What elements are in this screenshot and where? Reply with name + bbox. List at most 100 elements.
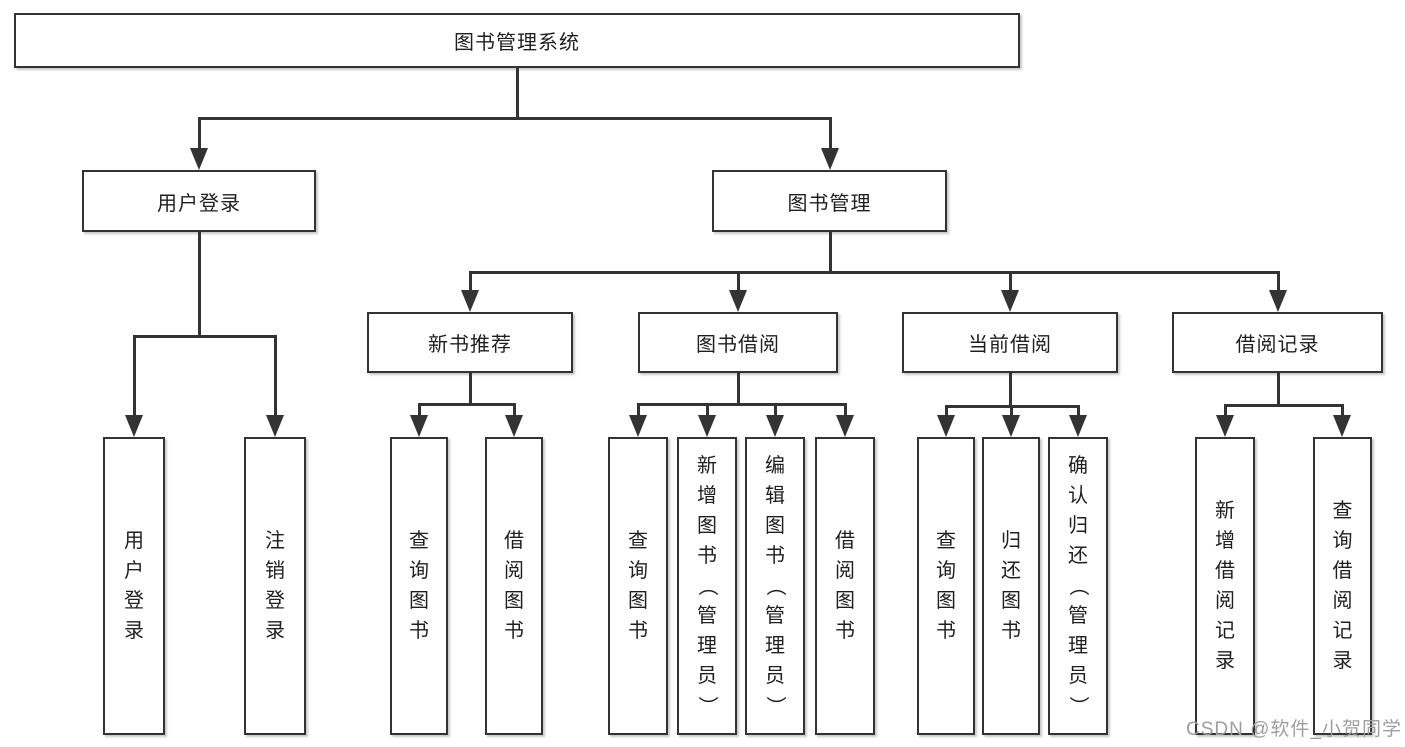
connector-line xyxy=(417,404,421,419)
leaf-char: 理 xyxy=(1068,635,1088,657)
connector-line xyxy=(636,402,847,406)
leaf-char: 阅 xyxy=(1332,590,1353,612)
connector-line xyxy=(468,373,472,404)
connector-line xyxy=(1008,272,1012,294)
leaf-char: 图 xyxy=(697,515,717,537)
leaf-char: 书 xyxy=(628,620,648,642)
arrow-down-icon xyxy=(836,415,854,437)
arrow-down-icon xyxy=(629,415,647,437)
leaf-char: 书 xyxy=(936,620,956,642)
leaf-user-login: 用户登录 xyxy=(103,437,165,735)
leaf-char: 管 xyxy=(1068,605,1088,627)
connector-line xyxy=(417,402,516,406)
leaf-char: 书 xyxy=(1001,620,1021,642)
arrow-down-icon xyxy=(1001,290,1019,312)
leaf-char: 编 xyxy=(765,455,785,477)
leaf-char: （ xyxy=(764,576,786,596)
node-book-management: 图书管理 xyxy=(712,170,947,232)
leaf-query-books-borrow: 查询图书 xyxy=(608,437,668,735)
connector-line xyxy=(1276,373,1280,405)
leaf-query-borrow-record: 查询借阅记录 xyxy=(1313,437,1372,735)
node-current-borrowing: 当前借阅 xyxy=(902,312,1118,373)
leaf-char: 图 xyxy=(936,590,956,612)
connector-line xyxy=(273,336,277,419)
arrow-down-icon xyxy=(766,415,784,437)
leaf-char: 录 xyxy=(1215,650,1235,672)
leaf-add-books-admin: 新增图书（管理员） xyxy=(677,437,737,735)
connector-line xyxy=(843,404,847,419)
leaf-char: 询 xyxy=(936,560,956,582)
connector-line xyxy=(1076,406,1080,419)
connector-line xyxy=(705,404,709,419)
leaf-add-borrow-record: 新增借阅记录 xyxy=(1195,437,1255,735)
leaf-char: 借 xyxy=(1332,560,1353,582)
leaf-char: 图 xyxy=(504,590,524,612)
leaf-char: 增 xyxy=(1215,530,1235,552)
leaf-char: 书 xyxy=(504,620,524,642)
leaf-char: 图 xyxy=(765,515,785,537)
arrow-down-icon xyxy=(266,415,284,437)
leaf-char: 户 xyxy=(124,560,144,582)
connector-line xyxy=(736,272,740,294)
leaf-char: 管 xyxy=(765,605,785,627)
node-new-book-recommend: 新书推荐 xyxy=(367,312,573,373)
leaf-char: 理 xyxy=(765,635,785,657)
leaf-char: ） xyxy=(1067,696,1089,716)
leaf-char: 归 xyxy=(1068,515,1088,537)
leaf-confirm-return-admin: 确认归还（管理员） xyxy=(1048,437,1108,735)
connector-line xyxy=(636,404,640,419)
leaf-char: 图 xyxy=(628,590,648,612)
connector-line xyxy=(1340,405,1344,419)
leaf-edit-books-admin: 编辑图书（管理员） xyxy=(745,437,805,735)
leaf-char: 登 xyxy=(265,590,285,612)
connector-line xyxy=(944,406,948,419)
arrow-down-icon xyxy=(1069,415,1087,437)
csdn-watermark: CSDN @软件_小贺同学 xyxy=(1186,719,1402,740)
node-borrowing-records: 借阅记录 xyxy=(1172,312,1383,373)
node-user-login: 用户登录 xyxy=(82,170,316,232)
connector-line xyxy=(512,404,516,419)
leaf-char: 销 xyxy=(265,560,285,582)
leaf-char: 理 xyxy=(697,635,717,657)
leaf-char: 还 xyxy=(1001,560,1021,582)
connector-line xyxy=(468,272,472,294)
leaf-char: 录 xyxy=(124,620,144,642)
leaf-char: 查 xyxy=(628,530,648,552)
leaf-char: 新 xyxy=(697,455,717,477)
leaf-char: ） xyxy=(696,696,718,716)
leaf-char: 书 xyxy=(835,620,855,642)
connector-line xyxy=(773,404,777,419)
leaf-char: 记 xyxy=(1215,620,1235,642)
leaf-char: 阅 xyxy=(835,560,855,582)
leaf-return-books: 归还图书 xyxy=(982,437,1040,735)
leaf-char: 员 xyxy=(1068,665,1088,687)
leaf-char: 阅 xyxy=(1215,590,1235,612)
connector-line xyxy=(132,334,277,338)
leaf-char: ） xyxy=(764,696,786,716)
leaf-query-books-current: 查询图书 xyxy=(917,437,975,735)
leaf-char: 书 xyxy=(697,545,717,567)
leaf-char: 书 xyxy=(409,620,429,642)
leaf-query-books-rec: 查询图书 xyxy=(390,437,448,735)
leaf-char: （ xyxy=(696,576,718,596)
leaf-char: 还 xyxy=(1068,545,1088,567)
leaf-char: 录 xyxy=(265,620,285,642)
node-library-management-system: 图书管理系统 xyxy=(14,13,1020,68)
connector-line xyxy=(132,336,136,419)
leaf-char: 认 xyxy=(1068,485,1088,507)
arrow-down-icon xyxy=(461,290,479,312)
connector-line xyxy=(1223,405,1227,419)
leaf-char: 借 xyxy=(1215,560,1235,582)
leaf-char: 增 xyxy=(697,485,717,507)
connector-line xyxy=(197,232,201,336)
arrow-down-icon xyxy=(1002,415,1020,437)
arrow-down-icon xyxy=(729,290,747,312)
leaf-char: 记 xyxy=(1332,620,1353,642)
leaf-borrow-books: 借阅图书 xyxy=(815,437,875,735)
connector-line xyxy=(736,373,740,404)
leaf-logout: 注销登录 xyxy=(244,437,306,735)
arrow-down-icon xyxy=(821,148,839,170)
leaf-char: 新 xyxy=(1215,500,1235,522)
leaf-char: 管 xyxy=(697,605,717,627)
